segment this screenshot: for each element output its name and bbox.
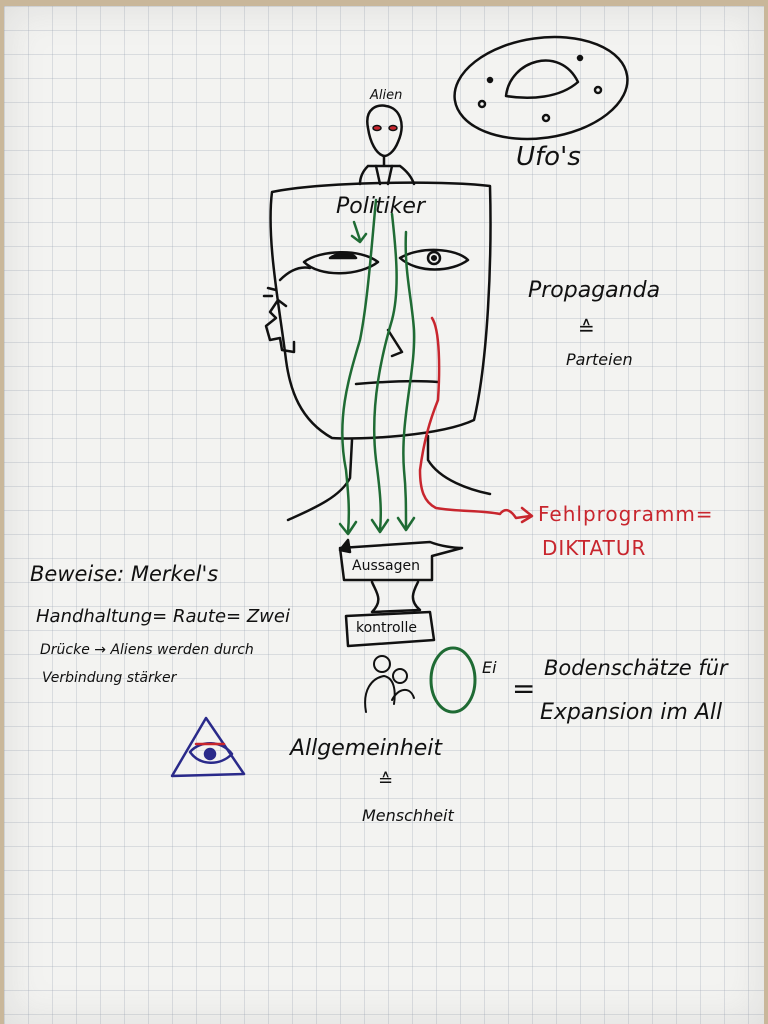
- red-arrow: [418, 316, 532, 520]
- alien-label: Alien: [370, 88, 403, 103]
- people-drawing: [364, 655, 415, 713]
- beweise-line-4: Verbindung stärker: [42, 670, 177, 686]
- politician-head-drawing: [262, 181, 492, 522]
- flipchart-paper: [4, 6, 764, 1024]
- diktatur-label: DIKTATUR: [542, 536, 647, 560]
- kontrolle-label: kontrolle: [356, 620, 417, 636]
- ei-label: Ei: [482, 658, 497, 677]
- beweise-line-2: Handhaltung= Raute= Zwei: [36, 606, 290, 627]
- allgemeinheit-label: Allgemeinheit: [290, 736, 443, 761]
- green-arrows: [338, 198, 416, 536]
- anvil-drawing: [338, 538, 464, 648]
- bodenschaetze-line-2: Expansion im All: [540, 700, 723, 725]
- all-seeing-eye-drawing: [170, 716, 246, 778]
- beweise-line-3: Drücke → Aliens werden durch: [40, 642, 254, 658]
- fehlprogramm-label: Fehlprogramm=: [538, 502, 714, 526]
- parteien-label: Parteien: [566, 350, 633, 369]
- propaganda-label: Propaganda: [528, 278, 661, 303]
- equals-symbol: =: [512, 672, 536, 705]
- beweise-line-1: Beweise: Merkel's: [30, 562, 219, 586]
- ufo-drawing: [453, 35, 629, 141]
- bodenschaetze-line-1: Bodenschätze für: [544, 656, 728, 680]
- aussagen-label: Aussagen: [352, 558, 420, 574]
- menschheit-label: Menschheit: [362, 806, 454, 825]
- ufo-label: Ufo's: [516, 142, 581, 172]
- equiv-symbol-2: ≙: [378, 770, 394, 791]
- equiv-symbol: ≙: [578, 316, 595, 340]
- egg-drawing: [429, 646, 477, 714]
- politician-label: Politiker: [336, 194, 426, 219]
- alien-drawing: [358, 104, 416, 186]
